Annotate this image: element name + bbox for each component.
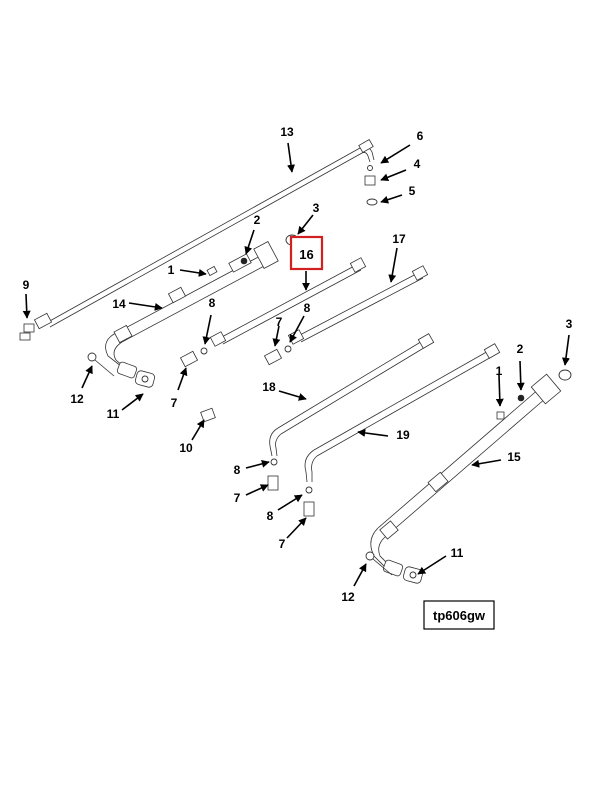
callout-11-bottom: 11 bbox=[451, 546, 464, 560]
tube-14 bbox=[105, 240, 279, 388]
callout-1-top: 1 bbox=[168, 263, 175, 277]
callout-6: 6 bbox=[417, 129, 424, 143]
callout-3-right: 3 bbox=[566, 317, 573, 331]
callout-16: 16 bbox=[299, 247, 313, 262]
callout-5: 5 bbox=[409, 184, 416, 198]
highlight-box bbox=[289, 235, 324, 271]
callout-2-right: 2 bbox=[517, 342, 524, 356]
callout-1-right: 1 bbox=[496, 364, 503, 378]
callout-8-left: 8 bbox=[209, 296, 216, 310]
callout-10: 10 bbox=[179, 441, 193, 455]
tube-19 bbox=[303, 343, 501, 517]
fittings-6-4-5 bbox=[364, 165, 378, 206]
figure-reference: tp606gw bbox=[423, 600, 495, 630]
callout-12-bottom: 12 bbox=[341, 590, 355, 604]
callout-12-top: 12 bbox=[70, 392, 84, 406]
tube-15 bbox=[370, 373, 562, 584]
callout-8-lower-a: 8 bbox=[234, 463, 241, 477]
callout-2-top: 2 bbox=[254, 213, 261, 227]
callout-11-top: 11 bbox=[107, 407, 120, 421]
callout-3-top: 3 bbox=[313, 201, 320, 215]
fittings-7-8-left bbox=[179, 347, 208, 368]
fitting-10 bbox=[200, 407, 216, 423]
callout-15: 15 bbox=[507, 450, 521, 464]
callout-7-lower-b: 7 bbox=[279, 537, 286, 551]
figure-id: tp606gw bbox=[433, 608, 486, 623]
callout-7-lower-a: 7 bbox=[234, 491, 241, 505]
bolt-12-bottom bbox=[365, 551, 393, 576]
callout-14: 14 bbox=[112, 297, 126, 311]
callout-9: 9 bbox=[23, 278, 30, 292]
bolt-12-top bbox=[87, 352, 115, 377]
callout-4: 4 bbox=[414, 157, 421, 171]
fittings-7-8-middle bbox=[263, 345, 292, 366]
callout-labels: 13 6 4 5 3 2 1 17 9 14 8 7 8 12 11 7 10 … bbox=[23, 125, 573, 604]
callout-13: 13 bbox=[280, 125, 294, 139]
tube-13 bbox=[19, 138, 375, 341]
tube-16 bbox=[209, 257, 367, 347]
callout-7-left: 7 bbox=[171, 396, 178, 410]
tube-18 bbox=[267, 333, 435, 491]
callout-8-middle: 8 bbox=[304, 301, 311, 315]
callout-18: 18 bbox=[262, 380, 276, 394]
callout-arrows bbox=[22, 142, 570, 587]
callout-17: 17 bbox=[392, 232, 406, 246]
callout-7-middle-top: 7 bbox=[276, 315, 283, 329]
callout-19: 19 bbox=[396, 428, 410, 442]
callout-8-lower-b: 8 bbox=[267, 509, 274, 523]
fittings-1-2-3-right bbox=[496, 369, 572, 420]
fittings-1-2-3-top bbox=[206, 234, 299, 277]
highlighted-callout-16[interactable]: 16 bbox=[289, 235, 324, 271]
